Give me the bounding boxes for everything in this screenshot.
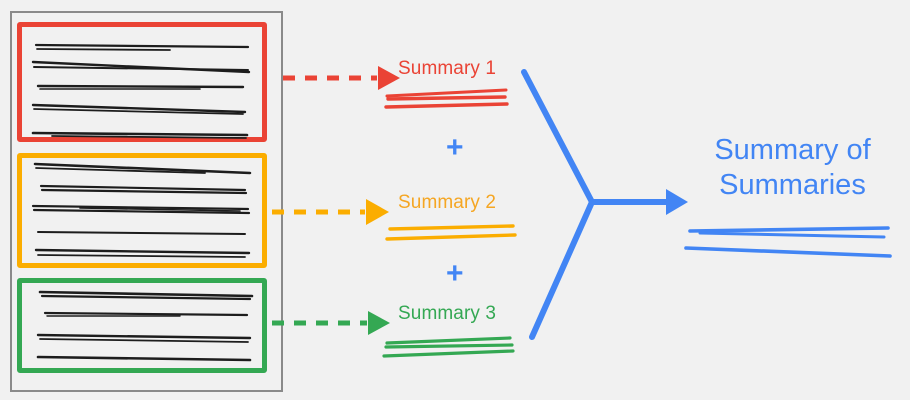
summary-1-scribble [384, 88, 509, 109]
arrow-chunk-3-to-summary-3 [272, 311, 390, 335]
arrow-chunk-2-to-summary-2 [272, 199, 389, 225]
final-summary-scribble [684, 226, 892, 258]
document-chunk-3-box[interactable] [17, 278, 267, 373]
final-title-line-2: Summaries [719, 169, 866, 202]
summary-2-scribble [385, 224, 517, 241]
chunk-3-text-lines [36, 290, 254, 362]
chunk-2-text-lines [31, 162, 252, 258]
summary-3-label: Summary 3 [398, 303, 497, 324]
document-chunk-1-box[interactable] [17, 22, 267, 142]
summary-1-label: Summary 1 [398, 58, 497, 79]
plus-operator-2: + [446, 257, 464, 290]
merge-connector [521, 69, 688, 340]
arrow-chunk-1-to-summary-1 [283, 66, 400, 90]
source-document-frame [10, 11, 283, 392]
summary-2-label: Summary 2 [398, 192, 497, 213]
summary-of-summaries-title: Summary of Summaries [690, 133, 895, 204]
final-title-line-1: Summary of [714, 134, 871, 166]
chunk-1-text-lines [31, 43, 251, 139]
document-chunk-2-box[interactable] [17, 153, 267, 268]
plus-operator-1: + [446, 131, 464, 164]
summary-3-scribble [382, 336, 515, 358]
